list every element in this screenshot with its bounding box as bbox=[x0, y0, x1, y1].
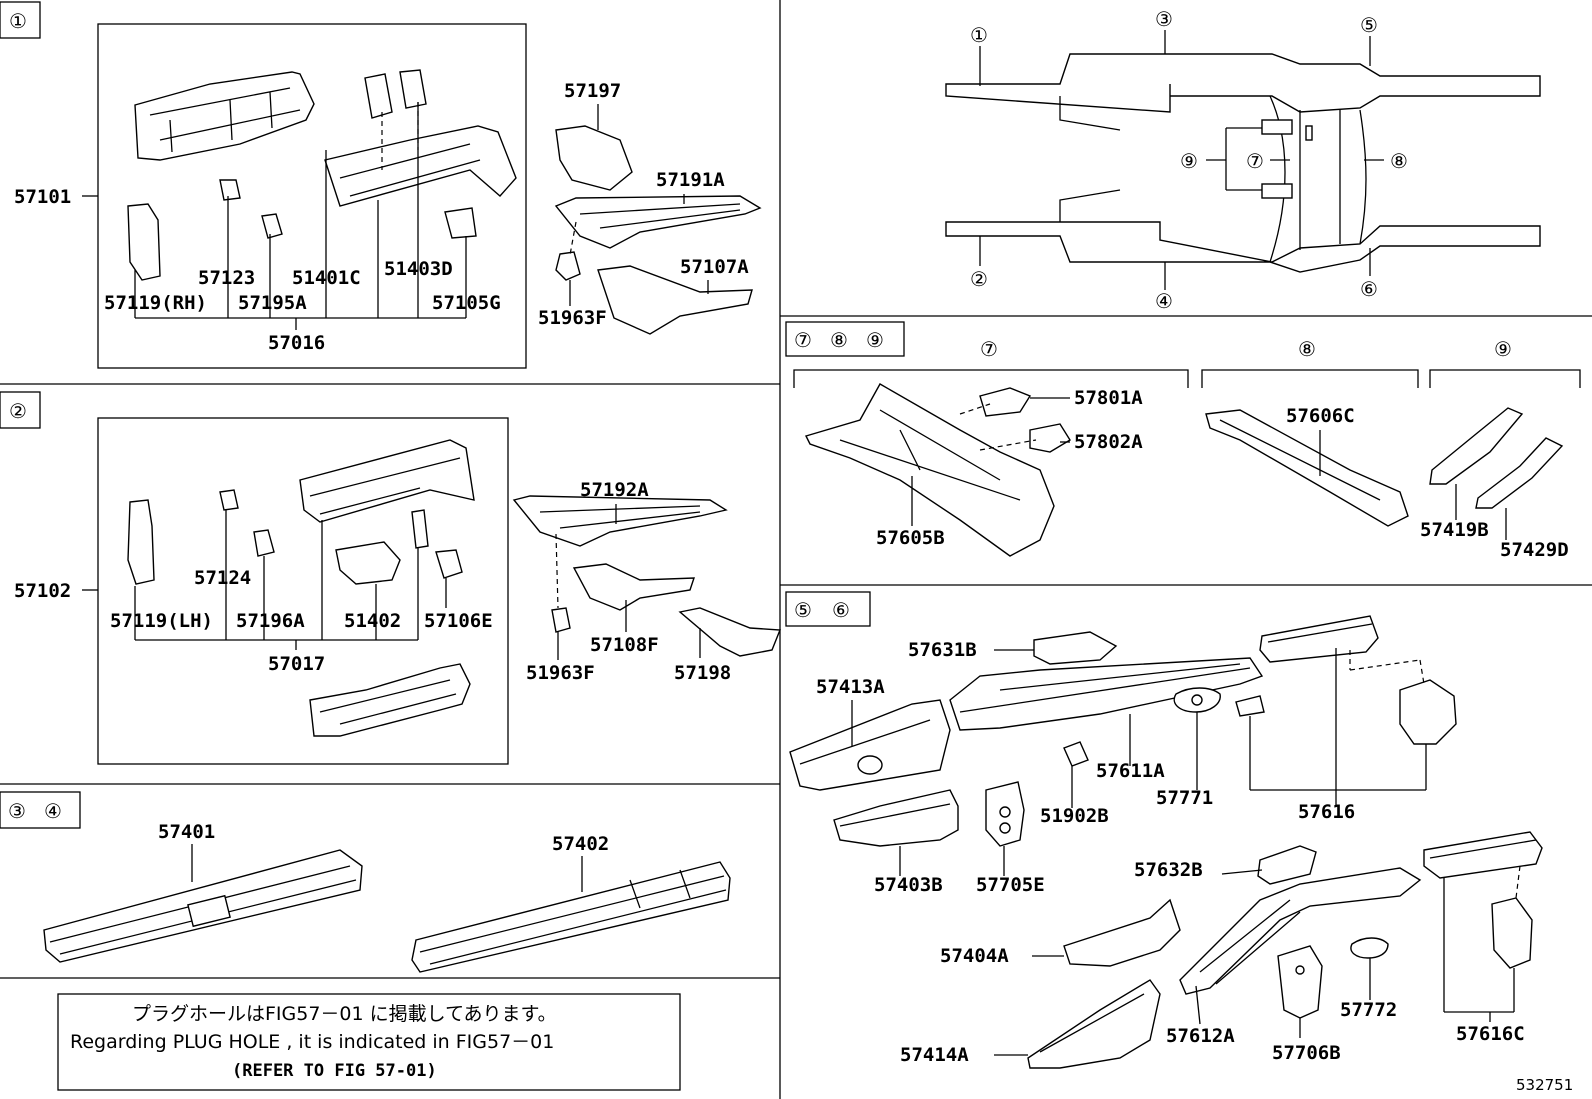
part-label-57102: 57102 bbox=[14, 580, 71, 602]
part-label-51963f-1: 51963F bbox=[538, 307, 607, 329]
part-label-57404a: 57404A bbox=[940, 945, 1009, 967]
part-drawings bbox=[789, 615, 1543, 1069]
section-tag-box bbox=[0, 1, 41, 39]
note-frame bbox=[57, 993, 681, 1091]
section-tag-7: ⑦ bbox=[794, 328, 812, 352]
part-label-57106e: 57106E bbox=[424, 610, 493, 632]
part-label-57611a: 57611A bbox=[1096, 760, 1165, 782]
section-tag-8: ⑧ bbox=[830, 328, 848, 352]
part-label-57802a: 57802A bbox=[1074, 431, 1143, 453]
callout-9: ⑨ bbox=[1180, 149, 1198, 173]
part-label-57195a: 57195A bbox=[238, 292, 307, 314]
part-label-51402: 51402 bbox=[344, 610, 401, 632]
callout-4: ④ bbox=[1155, 289, 1173, 313]
part-label-51963f-2: 51963F bbox=[526, 662, 595, 684]
part-label-57192a: 57192A bbox=[580, 479, 649, 501]
part-label-57124: 57124 bbox=[194, 567, 251, 589]
part-label-57631b: 57631B bbox=[908, 639, 977, 661]
leader-lines bbox=[851, 648, 1515, 1056]
frame-overview: ① ② ③ ④ ⑤ ⑥ ⑦ ⑧ ⑨ bbox=[945, 7, 1541, 313]
part-label-57016: 57016 bbox=[268, 332, 325, 354]
part-label-57801a: 57801A bbox=[1074, 387, 1143, 409]
part-label-57606c: 57606C bbox=[1286, 405, 1355, 427]
section-tag-6: ⑥ bbox=[832, 598, 850, 622]
part-label-57771: 57771 bbox=[1156, 787, 1213, 809]
section-tag-box bbox=[785, 591, 871, 627]
part-label-57108f: 57108F bbox=[590, 634, 659, 656]
part-label-57198: 57198 bbox=[674, 662, 731, 684]
part-label-57119-rh: 57119(RH) bbox=[104, 292, 207, 314]
part-label-57413a: 57413A bbox=[816, 676, 885, 698]
callout-1: ① bbox=[970, 23, 988, 47]
section-tag-3: ③ bbox=[8, 799, 26, 823]
part-label-57429d: 57429D bbox=[1500, 539, 1569, 561]
callout-2: ② bbox=[970, 267, 988, 291]
part-label-57191a: 57191A bbox=[656, 169, 725, 191]
section-tag: ② bbox=[9, 399, 27, 423]
section-3-4: ③ ④ 57401 57402 bbox=[0, 791, 731, 973]
section-tag-box bbox=[785, 321, 905, 357]
section-tag-9: ⑨ bbox=[866, 328, 884, 352]
side-part-drawings bbox=[554, 125, 762, 335]
assembly-box bbox=[97, 417, 509, 765]
part-label-57017: 57017 bbox=[268, 653, 325, 675]
part-label-57616: 57616 bbox=[1298, 801, 1355, 823]
callout-8: ⑧ bbox=[1390, 149, 1408, 173]
part-label-57705e: 57705E bbox=[976, 874, 1045, 896]
part-label-57119-lh: 57119(LH) bbox=[110, 610, 213, 632]
part-drawings bbox=[127, 69, 517, 281]
part-label-57632b: 57632B bbox=[1134, 859, 1203, 881]
part-label-57196a: 57196A bbox=[236, 610, 305, 632]
note-box: プラグホールはFIG57－01 に掲載してあります。 Regarding PLU… bbox=[57, 993, 681, 1091]
part-label-57706b: 57706B bbox=[1272, 1042, 1341, 1064]
part-drawings bbox=[43, 849, 731, 973]
section-5-6: ⑤ ⑥ bbox=[785, 591, 1543, 1069]
part-label-57414a: 57414A bbox=[900, 1044, 969, 1066]
part-label-57401: 57401 bbox=[158, 821, 215, 843]
section-tag-5: ⑤ bbox=[794, 598, 812, 622]
part-label-57419b: 57419B bbox=[1420, 519, 1489, 541]
note-reference: (REFER TO FIG 57-01) bbox=[232, 1061, 437, 1081]
section-tag-box bbox=[0, 791, 81, 829]
section-2: ② 57102 57017 57119(LH) bbox=[0, 391, 782, 765]
leader-lines bbox=[82, 510, 447, 650]
callout-6: ⑥ bbox=[1360, 277, 1378, 301]
part-label-57402: 57402 bbox=[552, 833, 609, 855]
leader-lines bbox=[82, 102, 467, 330]
callout-5: ⑤ bbox=[1360, 13, 1378, 37]
callout-7: ⑦ bbox=[1246, 149, 1264, 173]
group-header-7: ⑦ bbox=[980, 337, 998, 361]
note-japanese: プラグホールはFIG57－01 に掲載してあります。 bbox=[132, 1003, 557, 1025]
part-label-51902b: 51902B bbox=[1040, 805, 1109, 827]
part-label-57105g: 57105G bbox=[432, 292, 501, 314]
part-label-51403d: 51403D bbox=[384, 258, 453, 280]
section-1: ① 57101 bbox=[0, 1, 762, 369]
section-tag-4: ④ bbox=[44, 799, 62, 823]
part-label-57107a: 57107A bbox=[680, 256, 749, 278]
callout-3: ③ bbox=[1155, 7, 1173, 31]
group-header-8: ⑧ bbox=[1298, 337, 1316, 361]
part-label-57403b: 57403B bbox=[874, 874, 943, 896]
note-english: Regarding PLUG HOLE , it is indicated in… bbox=[70, 1031, 554, 1053]
section-7-8-9: ⑦ ⑧ ⑨ ⑦ ⑧ ⑨ 57801A 57802A 57605B 57606C … bbox=[785, 321, 1581, 561]
part-label-57605b: 57605B bbox=[876, 527, 945, 549]
part-label-57123: 57123 bbox=[198, 267, 255, 289]
figure-id: 532751 bbox=[1516, 1076, 1573, 1094]
part-drawings bbox=[805, 383, 1564, 557]
part-label-57101: 57101 bbox=[14, 186, 71, 208]
group-header-9: ⑨ bbox=[1494, 337, 1512, 361]
part-label-51401c: 51401C bbox=[292, 267, 361, 289]
section-tag: ① bbox=[9, 9, 27, 33]
part-label-57772: 57772 bbox=[1340, 999, 1397, 1021]
part-label-57612a: 57612A bbox=[1166, 1025, 1235, 1047]
side-part-drawings bbox=[512, 495, 782, 657]
part-label-57616c: 57616C bbox=[1456, 1023, 1525, 1045]
part-label-57197: 57197 bbox=[564, 80, 621, 102]
assembly-box bbox=[97, 23, 527, 369]
part-drawings bbox=[127, 439, 475, 737]
section-tag-box bbox=[0, 391, 41, 429]
